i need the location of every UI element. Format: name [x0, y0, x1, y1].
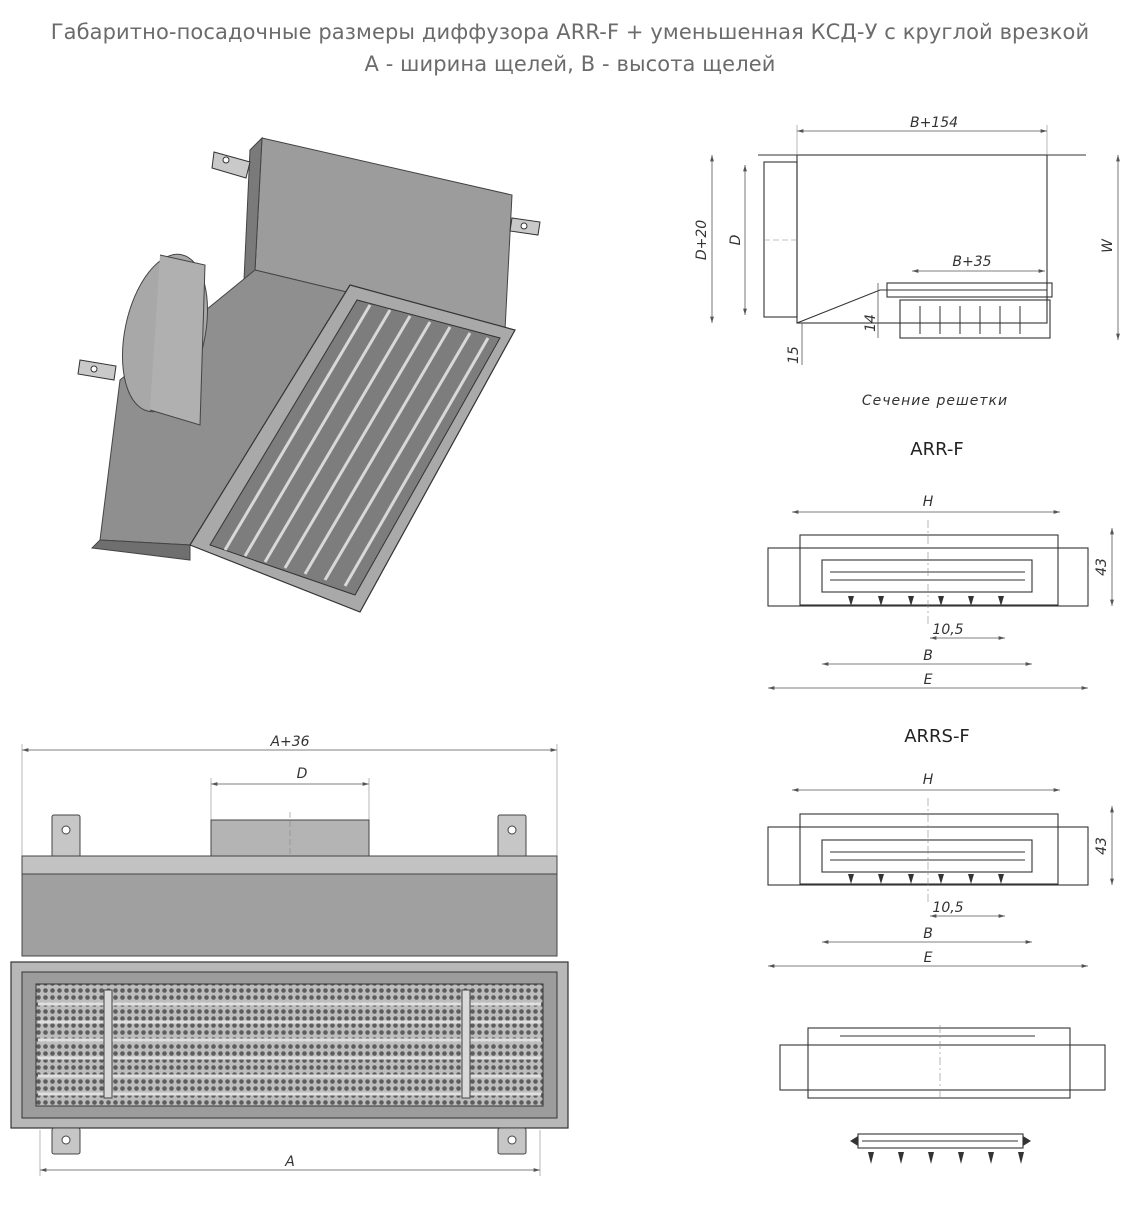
dim-w: W — [1100, 238, 1116, 253]
isometric-view — [77, 136, 541, 613]
arr-f-dim-e: E — [924, 672, 933, 688]
grille-slats — [223, 304, 490, 587]
dim-b-plus-35: B+35 — [952, 254, 991, 270]
dim-diameter-front: D — [297, 766, 308, 782]
arrs-f-dim-e: E — [924, 950, 933, 966]
arrs-f-dim-43: 43 — [1094, 837, 1110, 855]
side-view-drawing — [710, 125, 1120, 365]
arr-f-dim-h: H — [923, 494, 934, 510]
exploded-section — [779, 1025, 1106, 1164]
arrs-f-dim-b: B — [923, 926, 933, 942]
arr-f-section — [767, 510, 1114, 690]
arrs-f-section — [767, 788, 1114, 968]
title-line-1: Габаритно-посадочные размеры диффузора A… — [50, 20, 1090, 44]
dim-14: 14 — [863, 314, 879, 332]
arrs-f-title: ARRS-F — [904, 726, 970, 747]
arr-f-dim-b: B — [923, 648, 933, 664]
title-line-2: А - ширина щелей, В - высота щелей — [364, 52, 776, 76]
dim-diameter-side: D — [728, 234, 744, 245]
arr-f-title: ARR-F — [910, 439, 963, 460]
arrs-f-dim-step: 10,5 — [932, 900, 963, 916]
front-view-drawing — [10, 744, 569, 1176]
dim-15: 15 — [786, 346, 802, 364]
dim-a: A — [284, 1154, 295, 1170]
arr-f-dim-43: 43 — [1094, 558, 1110, 576]
arr-f-dim-step: 10,5 — [932, 622, 963, 638]
section-caption: Сечение решетки — [862, 393, 1008, 409]
arrs-f-dim-h: H — [923, 772, 934, 788]
dim-d-plus-20: D+20 — [694, 220, 710, 260]
dim-a-plus-36: A+36 — [269, 734, 309, 750]
dim-b-plus-154: B+154 — [910, 115, 958, 131]
